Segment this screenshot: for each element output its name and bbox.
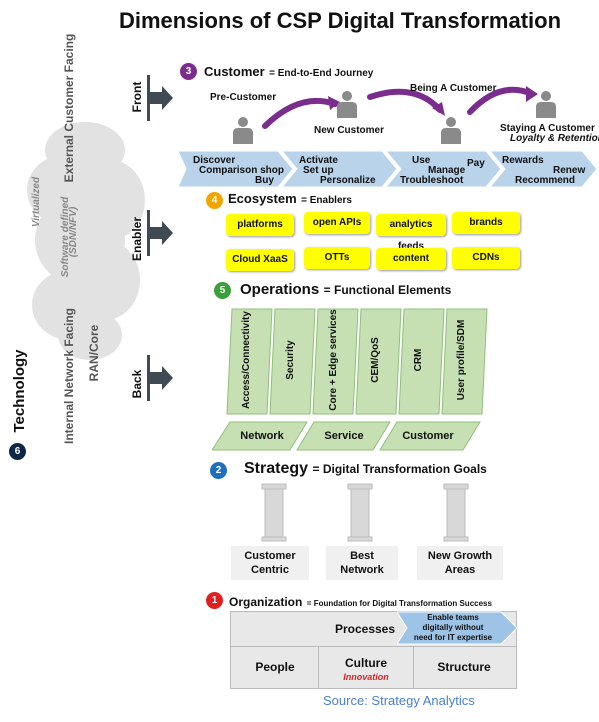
ecosystem-item: analytics feeds [376, 214, 446, 252]
ecosystem-item: CDNs [452, 247, 520, 269]
stage-being-customer: Being A Customer [410, 83, 497, 94]
innovation-label: Innovation [343, 672, 389, 682]
chevron-use-1: Use [412, 155, 431, 166]
customer-heading: Customer = End-to-End Journey [204, 63, 373, 81]
person-icon [337, 91, 357, 118]
ecosystem-item: open APIs [304, 212, 370, 234]
operations-heading: Operations = Functional Elements [240, 281, 451, 299]
chevron-activate-1: Activate [299, 155, 338, 166]
strategy-subtitle: = Digital Transformation Goals [312, 462, 487, 476]
ecosystem-item: platforms [226, 214, 294, 236]
operations-title: Operations [240, 281, 320, 298]
ecosystem-item: brands [452, 212, 520, 234]
chevron-use-4: Troubleshoot [400, 175, 464, 186]
ecosystem-badge: 4 [206, 192, 223, 209]
layer-arrows [147, 75, 173, 401]
ops-column: Access/Connectivity [241, 311, 252, 409]
person-icon [233, 117, 253, 144]
customer-subtitle: = End-to-End Journey [269, 68, 374, 79]
stage-pre-customer: Pre-Customer [210, 92, 277, 103]
chevron-activate-2: Set up [303, 165, 334, 176]
technology-label: Technology [11, 349, 28, 433]
ecosystem-subtitle: = Enablers [301, 195, 352, 206]
chevron-use-3: Manage [428, 165, 466, 176]
structure-label: Structure [437, 660, 491, 674]
ops-column: CRM [413, 348, 424, 372]
customer-badge: 3 [180, 63, 197, 80]
operations-subtitle: = Functional Elements [323, 283, 452, 297]
ops-base: Service [324, 430, 364, 442]
organization-heading: Organization = Foundation for Digital Tr… [229, 593, 492, 611]
divider [413, 646, 414, 688]
ops-column: User profile/SDM [456, 319, 467, 401]
front-label: Front [130, 81, 144, 113]
stage-staying-customer: Staying A Customer [500, 123, 595, 134]
culture-label: Culture [345, 656, 387, 670]
ops-column: Core + Edge services [328, 309, 339, 411]
enable-line: need for IT expertise [413, 633, 493, 642]
chevron-rewards-2: Renew [553, 165, 586, 176]
ecosystem-title: Ecosystem [228, 191, 297, 206]
people-label: People [255, 660, 295, 674]
cloud-shape [27, 122, 145, 360]
enable-line: Enable teams [427, 613, 479, 622]
technology-badge: 6 [9, 443, 26, 460]
person-icon [441, 117, 461, 144]
strategy-badge: 2 [210, 462, 227, 479]
chevron-activate-3: Personalize [320, 175, 376, 186]
strategy-heading: Strategy = Digital Transformation Goals [244, 460, 487, 478]
pillar-line: Best [350, 550, 374, 562]
customer-title: Customer [204, 64, 265, 79]
stage-staying-sub: Loyalty & Retention [510, 133, 599, 144]
source-label: Source: Strategy Analytics [323, 693, 475, 708]
pillar-icons [261, 483, 469, 542]
back-label: Back [130, 369, 144, 399]
ecosystem-item: Cloud XaaS [226, 249, 294, 271]
processes-label: Processes [334, 622, 396, 636]
pillar-line: Areas [444, 564, 476, 576]
chevron-rewards-1: Rewards [502, 155, 544, 166]
chevron-discover-3: Buy [255, 175, 274, 186]
pillar-line: Customer [244, 550, 296, 562]
divider [318, 646, 319, 688]
ops-base: Network [240, 430, 284, 442]
enable-line: digitally without [422, 623, 484, 632]
organization-badge: 1 [206, 592, 223, 609]
chevron-discover-2: Comparison shop [199, 165, 285, 176]
strategy-title: Strategy [244, 460, 309, 477]
pillar-line: Network [340, 564, 384, 576]
sdn-nfv-label: (SDN/NFV) [68, 206, 79, 258]
enable-arrow [397, 611, 518, 645]
ecosystem-heading: Ecosystem = Enablers [228, 190, 352, 208]
ecosystem-item: OTTs [304, 247, 370, 269]
journey-arcs [262, 86, 538, 129]
page-title: Dimensions of CSP Digital Transformation [118, 8, 562, 33]
person-icon [536, 91, 556, 118]
operations-badge: 5 [214, 282, 231, 299]
divider [230, 646, 517, 647]
ran-core-label: RAN/Core [87, 324, 101, 382]
chevron-discover-1: Discover [193, 155, 236, 166]
external-facing-label: External Customer Facing [62, 33, 76, 183]
pillar-line: New Growth [427, 550, 493, 562]
journey-chevrons [178, 151, 598, 187]
ops-column: CEM/QoS [370, 337, 381, 383]
ecosystem-item: content [376, 248, 446, 270]
internal-facing-label: Internal Network Facing [62, 307, 76, 445]
stage-new-customer: New Customer [314, 125, 385, 136]
virtualized-label: Virtualized [31, 176, 42, 228]
chevron-use-2: Pay [467, 158, 485, 169]
ops-base: Customer [402, 430, 454, 442]
chevron-rewards-3: Recommend [515, 175, 576, 186]
operations-graphic [212, 308, 488, 451]
enable-teams-text: Enable teams digitally without need for … [398, 613, 508, 643]
ops-column: Security [285, 340, 296, 380]
organization-subtitle: = Foundation for Digital Transformation … [306, 599, 492, 608]
enabler-label: Enabler [130, 217, 144, 262]
pillar-line: Centric [251, 564, 289, 576]
organization-title: Organization [229, 595, 303, 609]
